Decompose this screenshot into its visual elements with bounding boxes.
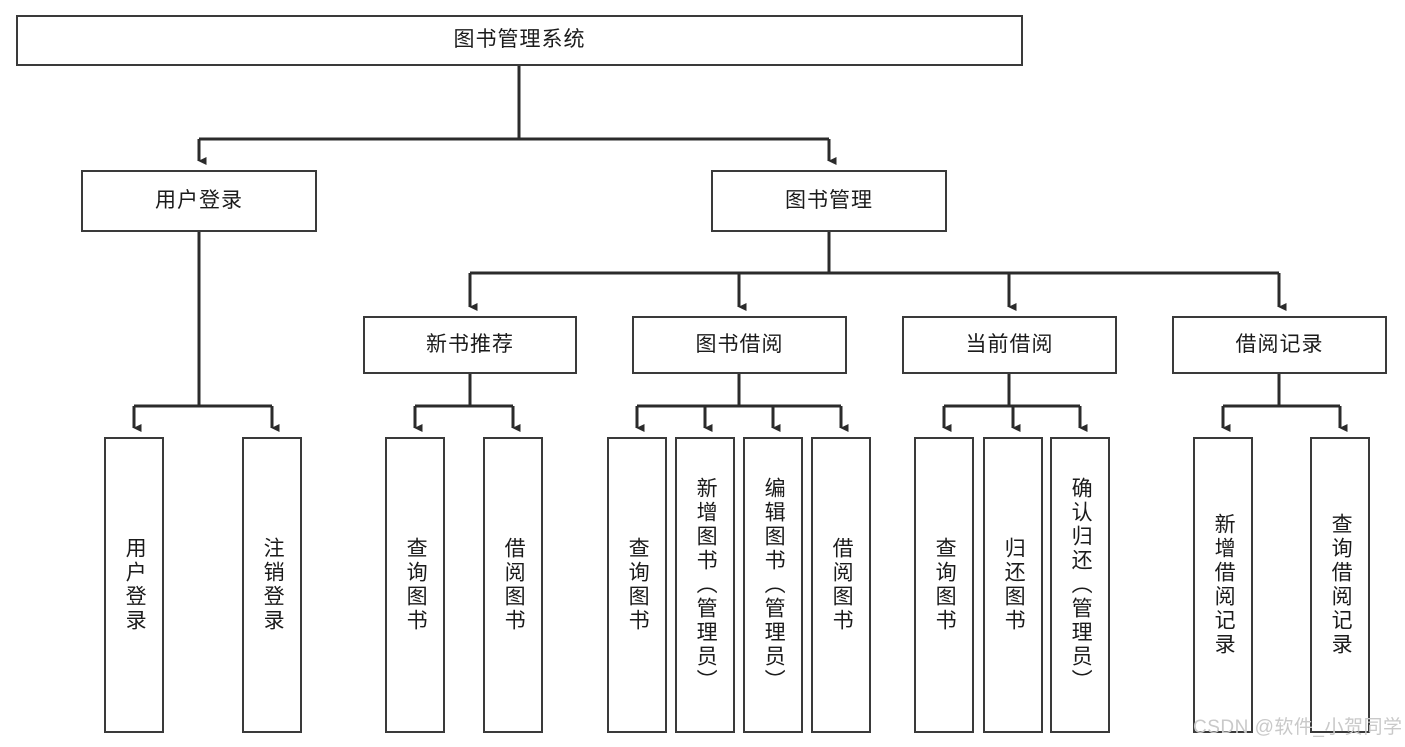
- node-label: 注销登录: [261, 537, 285, 633]
- node-label: 确认归还（管理员）: [1069, 477, 1093, 693]
- node-label: 查询图书: [404, 537, 428, 633]
- node-borrowing-records[interactable]: 借阅记录: [1172, 316, 1387, 374]
- leaf-record-add-borrow-record[interactable]: 新增借阅记录: [1193, 437, 1253, 733]
- node-root-book-management-system[interactable]: 图书管理系统: [16, 15, 1023, 66]
- node-user-login[interactable]: 用户登录: [81, 170, 317, 232]
- node-label: 图书借阅: [695, 332, 784, 356]
- node-label: 图书管理: [785, 188, 873, 212]
- node-new-book-recommendation[interactable]: 新书推荐: [363, 316, 577, 374]
- leaf-borrow-add-book-admin[interactable]: 新增图书（管理员）: [675, 437, 735, 733]
- leaf-borrow-edit-book-admin[interactable]: 编辑图书（管理员）: [743, 437, 803, 733]
- leaf-rec-query-book[interactable]: 查询图书: [385, 437, 445, 733]
- node-label: 新书推荐: [426, 332, 514, 356]
- node-label: 新增借阅记录: [1212, 513, 1236, 657]
- node-book-management[interactable]: 图书管理: [711, 170, 947, 232]
- node-label: 查询图书: [626, 537, 650, 633]
- node-current-borrowing[interactable]: 当前借阅: [902, 316, 1117, 374]
- leaf-user-logout[interactable]: 注销登录: [242, 437, 302, 733]
- leaf-borrow-query-book[interactable]: 查询图书: [607, 437, 667, 733]
- node-label: 借阅记录: [1235, 332, 1324, 356]
- node-label: 查询图书: [933, 537, 957, 633]
- csdn-watermark: CSDN @软件_小贺同学: [1193, 717, 1403, 738]
- node-label: 借阅图书: [502, 537, 526, 633]
- leaf-borrow-borrow-book[interactable]: 借阅图书: [811, 437, 871, 733]
- node-label: 新增图书（管理员）: [694, 477, 718, 693]
- node-label: 借阅图书: [830, 537, 854, 633]
- node-label: 归还图书: [1002, 537, 1026, 633]
- leaf-rec-borrow-book[interactable]: 借阅图书: [483, 437, 543, 733]
- node-label: 用户登录: [155, 188, 243, 212]
- leaf-current-confirm-return-admin[interactable]: 确认归还（管理员）: [1050, 437, 1110, 733]
- leaf-current-query-book[interactable]: 查询图书: [914, 437, 974, 733]
- leaf-user-login[interactable]: 用户登录: [104, 437, 164, 733]
- leaf-record-query-borrow-record[interactable]: 查询借阅记录: [1310, 437, 1370, 733]
- node-label: 编辑图书（管理员）: [762, 477, 786, 693]
- node-label: 当前借阅: [965, 332, 1054, 356]
- node-label: 用户登录: [123, 537, 147, 633]
- node-label: 查询借阅记录: [1329, 513, 1353, 657]
- node-book-borrowing[interactable]: 图书借阅: [632, 316, 847, 374]
- leaf-current-return-book[interactable]: 归还图书: [983, 437, 1043, 733]
- node-label: 图书管理系统: [453, 28, 586, 52]
